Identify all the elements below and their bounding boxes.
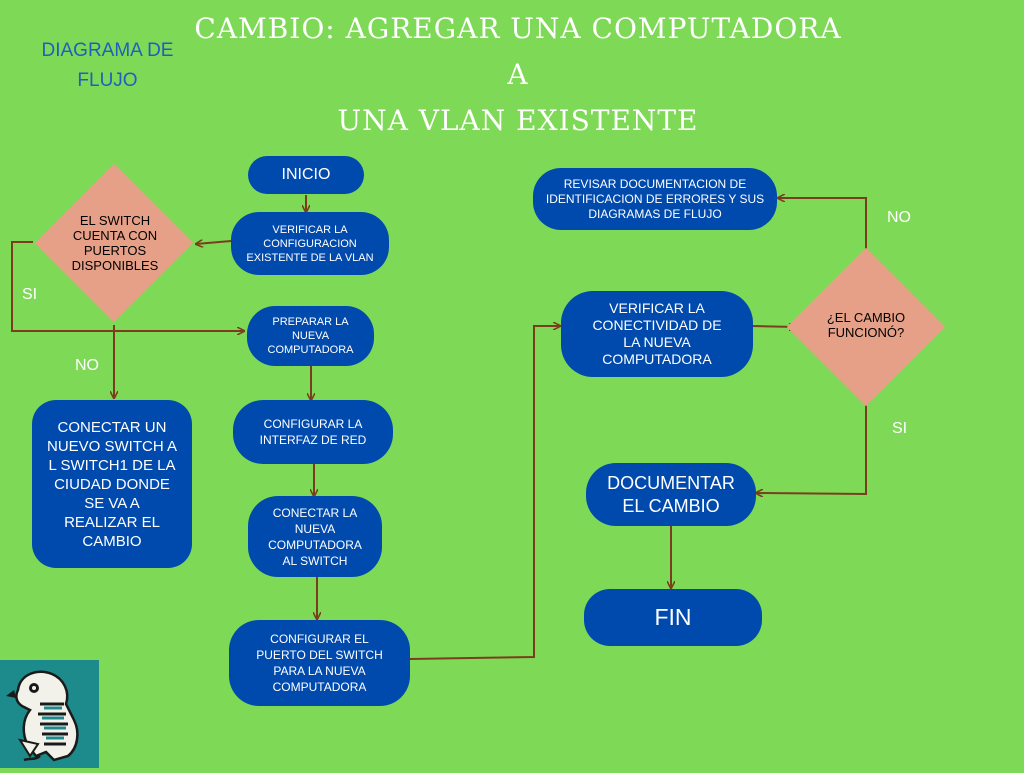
diagram-subtitle: DIAGRAMA DE FLUJO xyxy=(20,36,195,96)
eagle-icon xyxy=(6,670,79,762)
prepare-computer-node: PREPARAR LA NUEVA COMPUTADORA xyxy=(247,306,374,366)
document-change-node: DOCUMENTAR EL CAMBIO xyxy=(586,463,756,526)
start-node: INICIO xyxy=(248,156,364,194)
connector-cambio-si xyxy=(756,393,867,494)
title-line-1: CAMBIO: AGREGAR UNA COMPUTADORA A xyxy=(194,12,842,91)
page-title: CAMBIO: AGREGAR UNA COMPUTADORA A UNA VL… xyxy=(180,6,856,144)
end-node: FIN xyxy=(584,589,762,646)
label-no-left: NO xyxy=(75,357,99,374)
configure-interface-node: CONFIGURAR LA INTERFAZ DE RED xyxy=(233,400,393,464)
label-si-right: SI xyxy=(892,420,908,437)
verify-vlan-config-node: VERIFICAR LA CONFIGURACION EXISTENTE DE … xyxy=(231,212,389,275)
label-si-left: SI xyxy=(22,286,38,303)
eagle-logo xyxy=(0,660,99,768)
configure-port-node: CONFIGURAR EL PUERTO DEL SWITCH PARA LA … xyxy=(229,620,410,706)
connector-cambio-no xyxy=(778,198,867,263)
connect-new-switch-node: CONECTAR UN NUEVO SWITCH A L SWITCH1 DE … xyxy=(32,400,192,568)
verify-connectivity-node: VERIFICAR LA CONECTIVIDAD DE LA NUEVA CO… xyxy=(561,291,753,377)
connector-puerto-verificar xyxy=(409,326,560,660)
subtitle-line-2: FLUJO xyxy=(77,70,138,91)
connector-decision-si xyxy=(11,241,244,331)
connector-verificar-decision xyxy=(196,241,232,244)
title-line-2: UNA VLAN EXISTENTE xyxy=(337,104,699,137)
decision-change-worked-label: ¿EL CAMBIO FUNCIONÓ? xyxy=(826,310,906,340)
review-docs-node: REVISAR DOCUMENTACION DE IDENTIFICACION … xyxy=(533,168,777,230)
label-no-right: NO xyxy=(887,209,911,226)
subtitle-line-1: DIAGRAMA DE xyxy=(41,40,174,61)
connect-computer-node: CONECTAR LA NUEVA COMPUTADORA AL SWITCH xyxy=(248,496,382,577)
decision-switch-ports-label: EL SWITCH CUENTA CON PUERTOS DISPONIBLES xyxy=(71,213,159,273)
